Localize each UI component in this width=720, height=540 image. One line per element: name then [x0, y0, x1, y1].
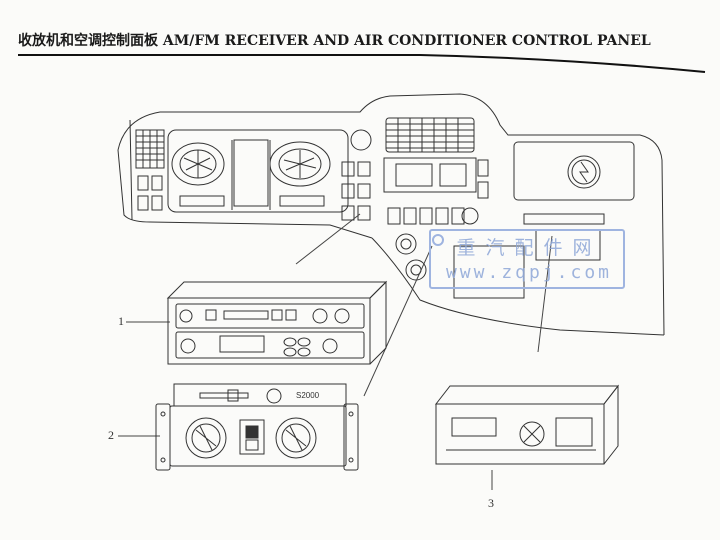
header-rule — [18, 54, 706, 73]
callout-1: 1 — [118, 314, 124, 328]
dashboard-outline — [117, 93, 665, 336]
glovebox — [453, 141, 635, 299]
instrument-cluster — [167, 129, 349, 213]
left-switch-column — [137, 175, 163, 211]
watermark-text: 重汽配件网 — [456, 237, 602, 259]
watermark-url: www.zqpj.com — [445, 262, 613, 283]
left-vent-grille — [135, 129, 165, 169]
panel-brand-label: S2000 — [296, 391, 320, 400]
leader-lines — [118, 213, 553, 490]
component-2-ac-panel — [155, 383, 359, 471]
component-3-unit — [434, 384, 620, 465]
page-title: 收放机和空调控制面板 AM/FM RECEIVER AND AIR CONDIT… — [18, 33, 651, 49]
center-switch-bank — [341, 129, 372, 221]
component-1-radio — [166, 280, 388, 365]
callout-2: 2 — [108, 428, 114, 442]
callout-3: 3 — [488, 496, 494, 510]
watermark-frame — [429, 229, 625, 289]
